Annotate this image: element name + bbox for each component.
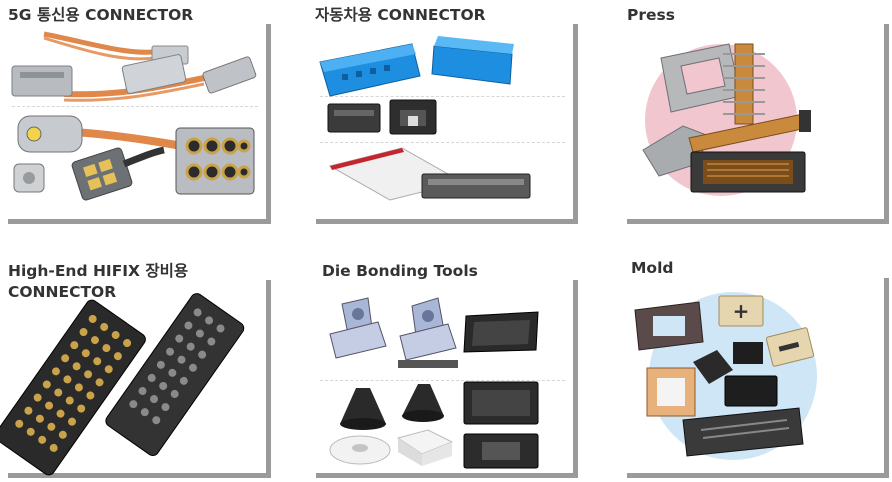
frame-shadow	[8, 219, 271, 224]
die-bonding-tools-photo-icon	[329, 297, 539, 469]
frame-shadow	[266, 24, 271, 224]
product-image-automotive	[312, 24, 573, 219]
frame-shadow	[884, 278, 889, 478]
product-image-mold: +	[623, 280, 884, 473]
frame-shadow	[266, 280, 271, 478]
frame-shadow	[316, 473, 578, 478]
tile-title-die-bonding: Die Bonding Tools	[322, 262, 478, 280]
product-image-hifix	[0, 293, 266, 476]
svg-text:+: +	[733, 299, 750, 323]
product-image-die-bonding	[312, 284, 573, 473]
tile-title-automotive: 자동차용 CONNECTOR	[315, 6, 486, 24]
frame-shadow	[627, 219, 889, 224]
tile-title-hifix-line1: High-End HIFIX 장비용	[8, 262, 189, 280]
tile-title-5g: 5G 통신용 CONNECTOR	[8, 6, 194, 24]
frame-shadow	[8, 473, 271, 478]
tile-title-hifix-line2: CONNECTOR	[8, 283, 117, 301]
frame-shadow	[573, 24, 578, 224]
frame-shadow	[573, 280, 578, 478]
5g-connector-photo-icon	[11, 31, 257, 201]
hifix-connector-photo-icon	[0, 293, 245, 476]
product-image-press	[623, 24, 884, 219]
automotive-connector-photo-icon	[319, 36, 531, 201]
product-image-5g	[4, 24, 266, 219]
tile-title-mold: Mold	[631, 259, 674, 277]
press-parts-photo-icon	[642, 43, 811, 196]
frame-shadow	[884, 24, 889, 224]
mold-parts-photo-icon: +	[634, 292, 817, 460]
tile-title-press: Press	[627, 6, 675, 24]
frame-shadow	[627, 473, 889, 478]
frame-shadow	[316, 219, 578, 224]
